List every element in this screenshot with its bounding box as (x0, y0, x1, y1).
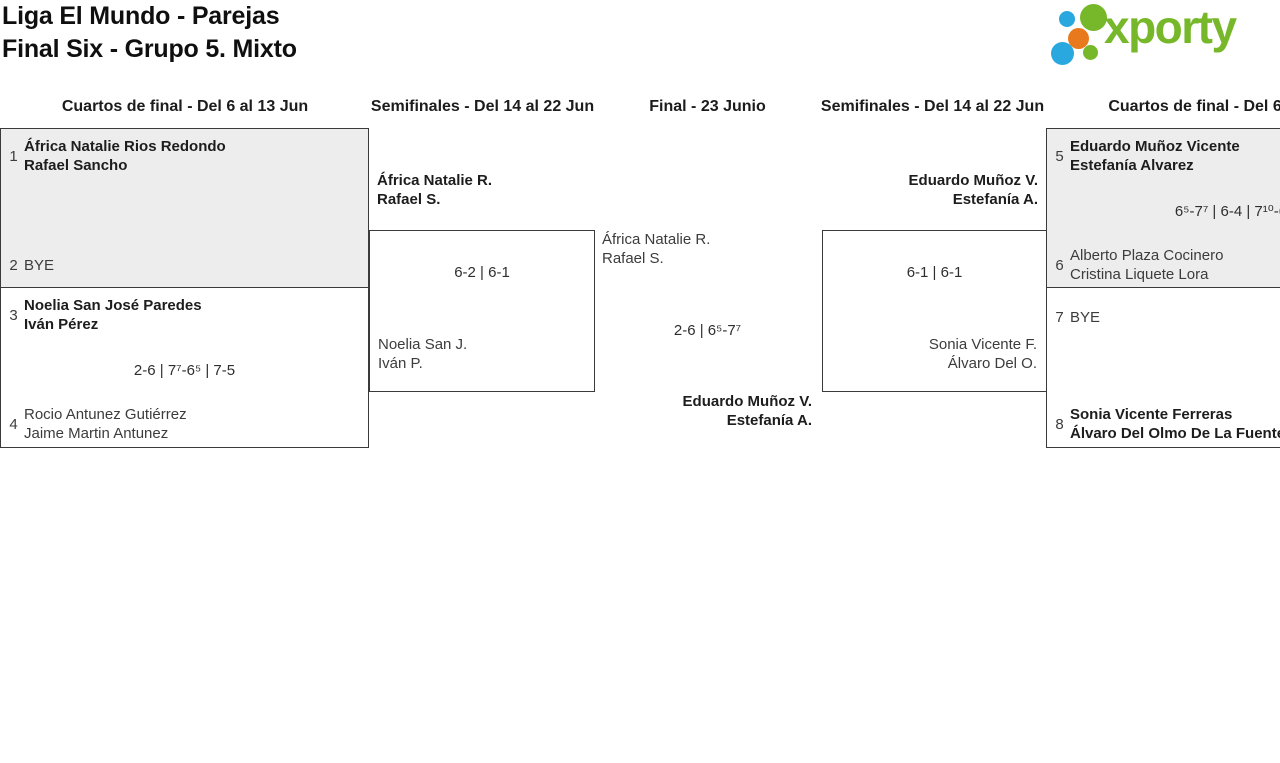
team-names: Eduardo Muñoz Vicente Estefanía Alvarez (1070, 137, 1240, 175)
player-name: Cristina Liquete Lora (1070, 266, 1209, 283)
match-box-qf3: 5 Eduardo Muñoz Vicente Estefanía Alvare… (1046, 128, 1280, 288)
match-box-sf1: 6-2 | 6-1 Noelia San J. Iván P. (369, 230, 595, 392)
round-header-semifinals-left: Semifinales - Del 14 al 22 Jun (370, 98, 595, 115)
player-name: Noelia San José Paredes (24, 297, 202, 314)
team-row: 4 Rocio Antunez Gutiérrez Jaime Martin A… (9, 405, 187, 443)
match-box-qf4: 7 BYE 8 Sonia Vicente Ferreras Álvaro De… (1046, 287, 1280, 448)
team-row: 6 Alberto Plaza Cocinero Cristina Liquet… (1055, 246, 1223, 284)
team-row: 7 BYE (1055, 308, 1100, 327)
player-name: Rafael S. (377, 191, 441, 208)
xporty-logo[interactable]: xporty (1048, 0, 1280, 70)
player-name: Sonia Vicente Ferreras (1070, 406, 1233, 423)
player-name: Estefanía A. (726, 412, 812, 429)
player-name: Estefanía A. (952, 191, 1038, 208)
team-names: Noelia San J. Iván P. (378, 335, 585, 373)
player-name: Alberto Plaza Cocinero (1070, 247, 1224, 264)
match-score: 6⁵-7⁷ | 6-4 | 7¹⁰-6 (1174, 203, 1280, 220)
team-names: Alberto Plaza Cocinero Cristina Liquete … (1070, 246, 1223, 284)
match-score: 6-1 | 6-1 (906, 264, 963, 281)
match-score: 6-2 | 6-1 (454, 264, 510, 281)
logo-dot-blue-small-icon (1059, 11, 1075, 27)
seed-number: 8 (1055, 415, 1064, 433)
player-name: Eduardo Muñoz V. (908, 172, 1038, 189)
round-header-quarterfinals-right: Cuartos de final - Del 6 al 13 Jun (1108, 98, 1280, 115)
logo-dot-orange-icon (1068, 28, 1089, 49)
seed-number: 4 (9, 415, 18, 433)
team-row: 3 Noelia San José Paredes Iván Pérez (9, 296, 202, 334)
round-header-semifinals-right: Semifinales - Del 14 al 22 Jun (820, 98, 1045, 115)
logo-wordmark: xporty (1104, 1, 1237, 53)
team-names: África Natalie Rios Redondo Rafael Sanch… (24, 137, 226, 175)
team-row: 2 BYE (9, 256, 54, 275)
player-name: Eduardo Muñoz Vicente (1070, 138, 1240, 155)
tournament-name: Liga El Mundo - Parejas (2, 2, 280, 30)
player-name: África Natalie R. (602, 231, 711, 248)
logo-dot-green-small-icon (1083, 45, 1098, 60)
match-score: 2-6 | 7⁷-6⁵ | 7-5 (133, 362, 236, 379)
tournament-stage: Final Six - Grupo 5. Mixto (2, 35, 297, 63)
seed-number: 1 (9, 147, 18, 165)
sf-left-winner-names: África Natalie R. Rafael S. (377, 171, 492, 209)
seed-number: 3 (9, 306, 18, 324)
player-name: África Natalie Rios Redondo (24, 138, 226, 155)
player-name: Rocio Antunez Gutiérrez (24, 406, 187, 423)
player-name: Estefanía Alvarez (1070, 157, 1194, 174)
player-name: Álvaro Del Olmo De La Fuente (1070, 425, 1280, 442)
player-name: Jaime Martin Antunez (24, 425, 169, 442)
seed-number: 6 (1055, 256, 1064, 274)
match-box-qf1: 1 África Natalie Rios Redondo Rafael San… (0, 128, 369, 288)
final-right-finalist-names: Eduardo Muñoz V. Estefanía A. (595, 392, 812, 430)
page-title: Liga El Mundo - Parejas Final Six - Grup… (2, 0, 297, 66)
match-box-qf2: 3 Noelia San José Paredes Iván Pérez 2-6… (0, 287, 369, 448)
round-header-final: Final - 23 Junio (649, 98, 766, 115)
round-header-quarterfinals-left: Cuartos de final - Del 6 al 13 Jun (61, 98, 309, 115)
team-row: 1 África Natalie Rios Redondo Rafael San… (9, 137, 226, 175)
player-name: África Natalie R. (377, 172, 493, 189)
player-name: Álvaro Del O. (947, 355, 1037, 372)
seed-number: 2 (9, 257, 18, 274)
player-name: BYE (24, 257, 55, 274)
sf-right-winner-names: Eduardo Muñoz V. Estefanía A. (820, 171, 1038, 209)
match-box-sf2: 6-1 | 6-1 Sonia Vicente F. Álvaro Del O. (822, 230, 1047, 392)
player-name: Rafael Sancho (24, 157, 128, 174)
player-name: Iván Pérez (24, 316, 99, 333)
final-left-finalist-names: África Natalie R. Rafael S. (602, 230, 710, 268)
player-name: Sonia Vicente F. (928, 336, 1037, 353)
final-match-score: 2-6 | 6⁵-7⁷ (673, 322, 742, 339)
player-name: Iván P. (378, 355, 423, 372)
team-row: 8 Sonia Vicente Ferreras Álvaro Del Olmo… (1055, 405, 1280, 443)
team-names: Noelia San José Paredes Iván Pérez (24, 296, 202, 334)
team-names: BYE (1070, 308, 1100, 327)
team-names: Sonia Vicente Ferreras Álvaro Del Olmo D… (1070, 405, 1280, 443)
player-name: Eduardo Muñoz V. (682, 393, 812, 410)
seed-number: 5 (1055, 147, 1064, 165)
team-names: Rocio Antunez Gutiérrez Jaime Martin Ant… (24, 405, 187, 443)
team-names: BYE (24, 256, 54, 275)
player-name: BYE (1070, 309, 1101, 326)
seed-number: 7 (1055, 309, 1064, 326)
team-names: Sonia Vicente F. Álvaro Del O. (831, 335, 1037, 373)
logo-dot-blue-big-icon (1051, 42, 1074, 65)
team-row: 5 Eduardo Muñoz Vicente Estefanía Alvare… (1055, 137, 1240, 175)
logo-dot-green-big-icon (1080, 4, 1107, 31)
player-name: Noelia San J. (378, 336, 468, 353)
player-name: Rafael S. (602, 250, 664, 267)
